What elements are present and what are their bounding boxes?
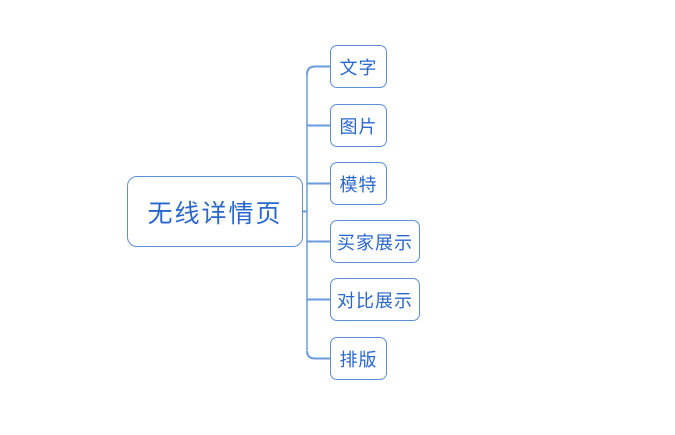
branch-connector [306, 65, 330, 75]
root-node[interactable]: 无线详情页 [127, 176, 303, 247]
child-node-label: 图片 [339, 116, 378, 138]
branch-connector [306, 350, 330, 360]
child-node-label: 对比展示 [337, 290, 413, 312]
child-node[interactable]: 买家展示 [330, 220, 420, 263]
child-node-label: 买家展示 [337, 232, 413, 254]
child-node[interactable]: 文字 [330, 45, 387, 88]
child-node[interactable]: 模特 [330, 162, 387, 205]
root-node-label: 无线详情页 [147, 198, 283, 228]
child-node-label: 模特 [339, 174, 378, 196]
child-node-label: 排版 [339, 349, 378, 371]
child-node[interactable]: 对比展示 [330, 278, 420, 321]
child-node[interactable]: 排版 [330, 337, 387, 380]
child-node-label: 文字 [339, 57, 378, 79]
child-node[interactable]: 图片 [330, 104, 387, 147]
